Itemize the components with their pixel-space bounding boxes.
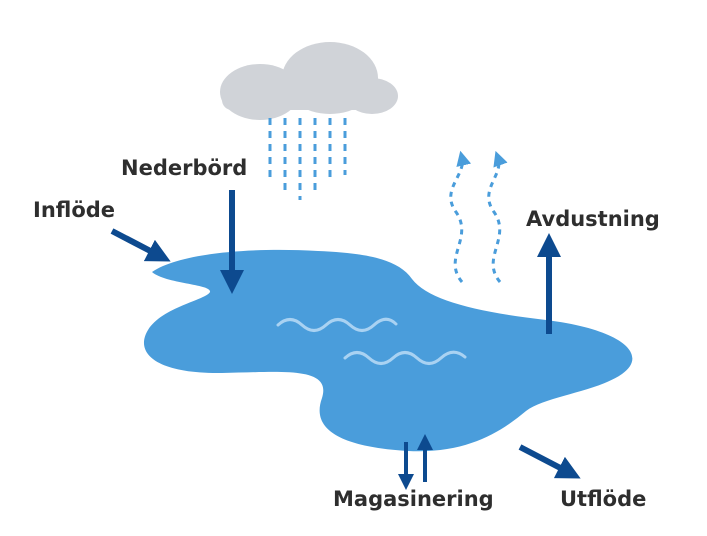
rain-icon (268, 118, 347, 200)
outflow-label: Utflöde (560, 487, 647, 511)
lake-shape (143, 249, 633, 452)
water-wave-icon (276, 317, 467, 365)
outflow-arrow (518, 444, 581, 479)
inflow-arrow (110, 228, 171, 262)
cloud-icon (220, 42, 398, 120)
precipitation-label: Nederbörd (121, 156, 248, 180)
evaporation-label: Avdustning (526, 207, 660, 231)
evaporation-wavy-arrows-icon (449, 150, 508, 283)
inflow-label: Inflöde (33, 198, 116, 222)
storage-label: Magasinering (333, 487, 494, 511)
